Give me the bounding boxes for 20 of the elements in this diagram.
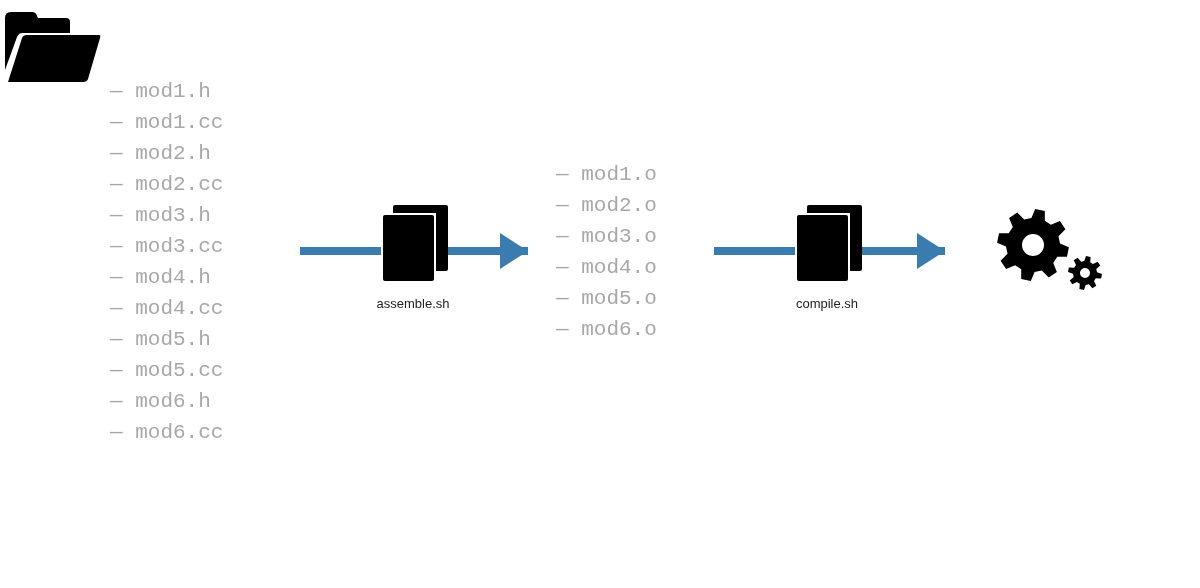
file-name: — mod6.cc bbox=[110, 420, 224, 446]
edge-label: compile.sh bbox=[795, 296, 859, 311]
file-name: — mod5.o bbox=[556, 286, 657, 312]
file-name: — mod2.h bbox=[110, 141, 211, 167]
file-name: — mod6.o bbox=[556, 317, 657, 343]
file-name: — mod2.cc bbox=[110, 172, 224, 198]
file-name: — mod4.h bbox=[110, 265, 211, 291]
file-name: — mod4.cc bbox=[110, 296, 224, 322]
file-name: — mod5.cc bbox=[110, 358, 224, 384]
file-name: — mod5.h bbox=[110, 327, 211, 353]
file-name: — mod3.cc bbox=[110, 234, 224, 260]
file-name: — mod6.h bbox=[110, 389, 211, 415]
file-name: — mod4.o bbox=[556, 255, 657, 281]
file-name: — mod1.cc bbox=[110, 110, 224, 136]
file-name: — mod2.o bbox=[556, 193, 657, 219]
file-name: — mod3.o bbox=[556, 224, 657, 250]
file-name: — mod1.o bbox=[556, 162, 657, 188]
file-name: — mod3.h bbox=[110, 203, 211, 229]
file-name: — mod1.h bbox=[110, 79, 211, 105]
edge-label: assemble.sh bbox=[376, 296, 450, 311]
